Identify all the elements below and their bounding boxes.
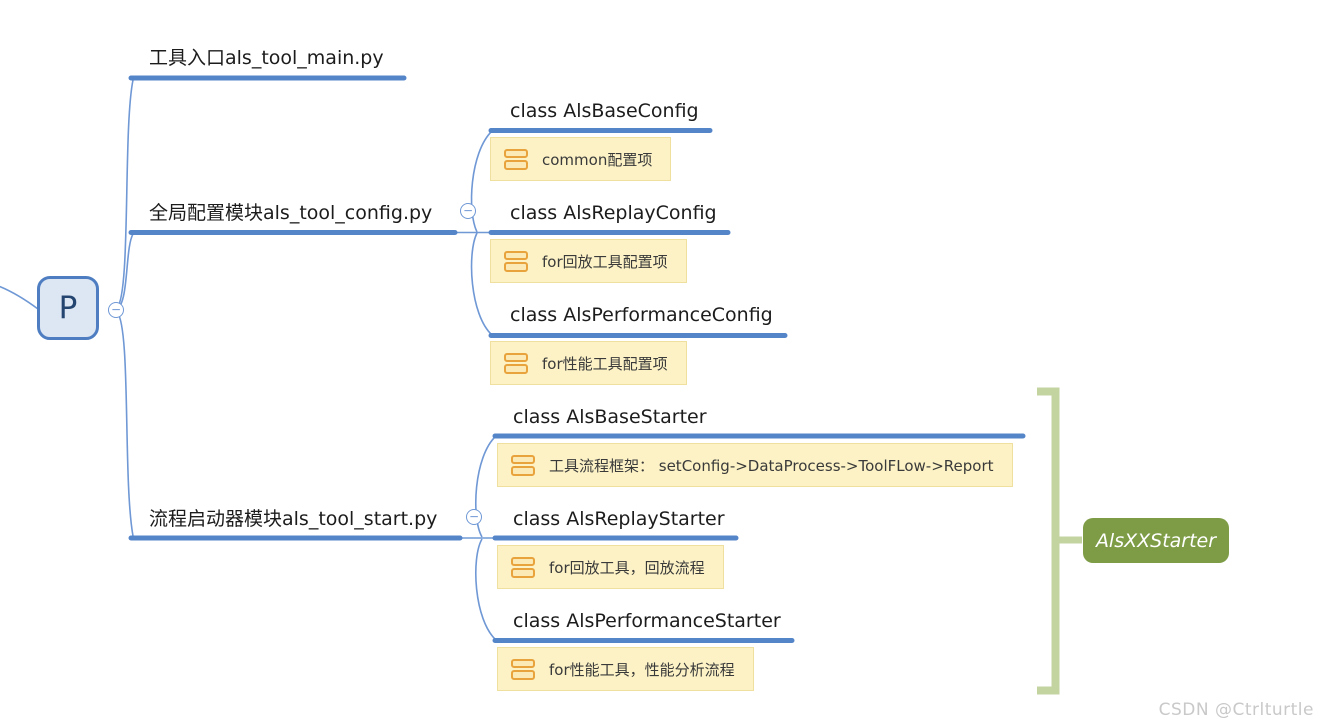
note-text: 工具流程框架： setConfig->DataProcess->ToolFLow… — [549, 456, 994, 475]
edge-config-to-perfconfig — [470, 232, 493, 336]
note-text: for性能工具配置项 — [542, 354, 668, 373]
class-topic-alsbaseconfig[interactable]: class AlsBaseConfig — [510, 100, 699, 122]
note-icon — [511, 658, 535, 680]
class-topic-alsreplayconfig[interactable]: class AlsReplayConfig — [510, 202, 717, 224]
note-icon — [504, 148, 528, 170]
note-icon — [511, 556, 535, 578]
class-topic-alsperformanceconfig[interactable]: class AlsPerformanceConfig — [510, 304, 773, 326]
edge-start-to-basestarter — [474, 435, 497, 538]
edge-root-to-start — [116, 311, 134, 537]
note-icon — [504, 352, 528, 374]
collapse-toggle-root[interactable]: − — [108, 302, 124, 318]
summary-topic-alsxxstarter[interactable]: AlsXXStarter — [1083, 518, 1229, 563]
note-alsreplaystarter[interactable]: for回放工具，回放流程 — [497, 545, 724, 589]
minus-icon: − — [110, 302, 122, 317]
edge-into-root — [0, 285, 39, 310]
edge-root-to-main — [116, 79, 134, 309]
branch-topic-start[interactable]: 流程启动器模块als_tool_start.py — [149, 508, 438, 530]
note-text: common配置项 — [542, 150, 653, 169]
class-topic-alsbasestarter[interactable]: class AlsBaseStarter — [513, 406, 707, 428]
note-text: for回放工具，回放流程 — [549, 558, 705, 577]
minus-icon: − — [468, 509, 480, 524]
class-topic-alsperformancestarter[interactable]: class AlsPerformanceStarter — [513, 610, 781, 632]
class-topic-alsreplaystarter[interactable]: class AlsReplayStarter — [513, 508, 725, 530]
edge-start-to-perfstarter — [474, 538, 497, 641]
edge-config-to-baseconfig — [470, 130, 493, 233]
note-alsperformancestarter[interactable]: for性能工具，性能分析流程 — [497, 647, 754, 691]
note-text: for回放工具配置项 — [542, 252, 668, 271]
branch-topic-config[interactable]: 全局配置模块als_tool_config.py — [149, 202, 433, 224]
note-alsperformanceconfig[interactable]: for性能工具配置项 — [490, 341, 687, 385]
watermark: CSDN @Ctrlturtle — [1158, 700, 1314, 720]
summary-bracket — [1037, 387, 1060, 695]
collapse-toggle-start[interactable]: − — [466, 509, 482, 525]
branch-topic-main[interactable]: 工具入口als_tool_main.py — [149, 47, 384, 69]
note-alsbaseconfig[interactable]: common配置项 — [490, 137, 672, 181]
note-icon — [504, 250, 528, 272]
note-alsbasestarter[interactable]: 工具流程框架： setConfig->DataProcess->ToolFLow… — [497, 443, 1013, 487]
note-alsreplayconfig[interactable]: for回放工具配置项 — [490, 239, 687, 283]
note-icon — [511, 454, 535, 476]
minus-icon: − — [462, 203, 474, 218]
root-topic[interactable]: P — [37, 276, 99, 340]
collapse-toggle-config[interactable]: − — [460, 203, 476, 219]
note-text: for性能工具，性能分析流程 — [549, 660, 735, 679]
